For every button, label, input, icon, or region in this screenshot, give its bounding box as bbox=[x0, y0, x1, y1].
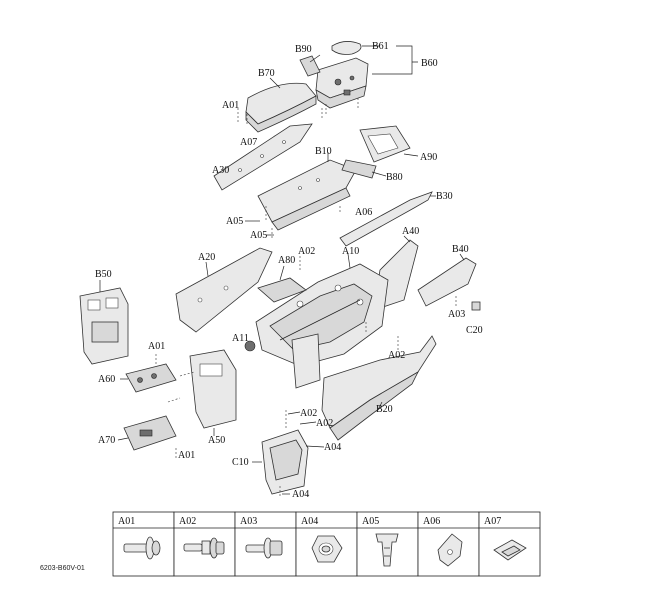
fastener-legend-table: A01 A02 A03 A04 A05 A06 A07 bbox=[112, 511, 541, 577]
label-b30: B30 bbox=[436, 191, 453, 202]
part-b60-storage-box bbox=[315, 57, 369, 109]
legend-code-a04: A04 bbox=[301, 516, 318, 527]
label-b90: B90 bbox=[295, 44, 312, 55]
part-b80-insert bbox=[341, 159, 377, 179]
part-a50-rear-cover bbox=[189, 349, 237, 429]
legend-code-a07: A07 bbox=[484, 516, 501, 527]
legend-code-a06: A06 bbox=[423, 516, 440, 527]
part-a90-cupholder-bezel bbox=[359, 125, 411, 163]
label-c10: C10 bbox=[232, 457, 249, 468]
legend-code-a02: A02 bbox=[179, 516, 196, 527]
label-a01-low: A01 bbox=[178, 450, 195, 461]
label-b60: B60 bbox=[421, 58, 438, 69]
label-a03: A03 bbox=[448, 309, 465, 320]
part-c20-clip bbox=[471, 301, 481, 311]
label-a05-1: A05 bbox=[226, 216, 243, 227]
part-b40-right-panel bbox=[417, 257, 477, 307]
label-a70: A70 bbox=[98, 435, 115, 446]
nut-icon bbox=[311, 535, 343, 563]
label-a20: A20 bbox=[198, 252, 215, 263]
label-a90: A90 bbox=[420, 152, 437, 163]
part-b30-side-trim bbox=[339, 191, 433, 247]
bolt-flange-icon bbox=[123, 536, 161, 560]
part-a60-vent-assembly bbox=[125, 363, 177, 393]
label-c20: C20 bbox=[466, 325, 483, 336]
label-a02-low2: A02 bbox=[316, 418, 333, 429]
part-b50-rear-panel bbox=[79, 287, 129, 365]
part-b10-console-top bbox=[257, 159, 357, 231]
label-b50: B50 bbox=[95, 269, 112, 280]
label-a60: A60 bbox=[98, 374, 115, 385]
label-a40: A40 bbox=[402, 226, 419, 237]
label-b10: B10 bbox=[315, 146, 332, 157]
label-a80: A80 bbox=[278, 255, 295, 266]
legend-code-a05: A05 bbox=[362, 516, 379, 527]
part-b90-bracket bbox=[299, 55, 321, 77]
label-a01-top: A01 bbox=[222, 100, 239, 111]
part-a80-tray bbox=[257, 277, 307, 303]
legend-code-a01: A01 bbox=[118, 516, 135, 527]
label-a02-top: A02 bbox=[298, 246, 315, 257]
label-a02-low1: A02 bbox=[300, 408, 317, 419]
drawing-reference-code: 6203-B60V-01 bbox=[40, 565, 85, 572]
part-b61-cover bbox=[331, 41, 362, 55]
label-a06: A06 bbox=[355, 207, 372, 218]
clip-icon bbox=[375, 533, 399, 567]
part-b20-side-cover bbox=[321, 335, 437, 441]
label-a10: A10 bbox=[342, 246, 359, 257]
part-a11-knob bbox=[244, 340, 256, 352]
part-a10-main-frame bbox=[255, 263, 389, 389]
label-a02-mid: A02 bbox=[388, 350, 405, 361]
label-a50: A50 bbox=[208, 435, 225, 446]
bolt-hex-icon bbox=[245, 537, 283, 559]
label-b61: B61 bbox=[372, 41, 389, 52]
label-b80: B80 bbox=[386, 172, 403, 183]
label-a01-mid: A01 bbox=[148, 341, 165, 352]
label-a11: A11 bbox=[232, 333, 249, 344]
part-a70-usb-module bbox=[123, 415, 177, 451]
label-b70: B70 bbox=[258, 68, 275, 79]
part-a20-left-bracket bbox=[175, 247, 273, 333]
label-a04-mid: A04 bbox=[324, 442, 341, 453]
push-clip-icon bbox=[493, 539, 527, 561]
part-a30-upper-trim bbox=[213, 123, 313, 191]
label-b40: B40 bbox=[452, 244, 469, 255]
bracket-clip-icon bbox=[437, 533, 463, 567]
label-a05-2: A05 bbox=[250, 230, 267, 241]
part-c10-lower-bracket bbox=[261, 429, 309, 495]
part-b70-armrest-lid bbox=[245, 82, 317, 133]
label-b20: B20 bbox=[376, 404, 393, 415]
label-a30: A30 bbox=[212, 165, 229, 176]
label-a04-low: A04 bbox=[292, 489, 309, 500]
bolt-stepped-icon bbox=[183, 537, 225, 559]
label-a07: A07 bbox=[240, 137, 257, 148]
legend-code-a03: A03 bbox=[240, 516, 257, 527]
